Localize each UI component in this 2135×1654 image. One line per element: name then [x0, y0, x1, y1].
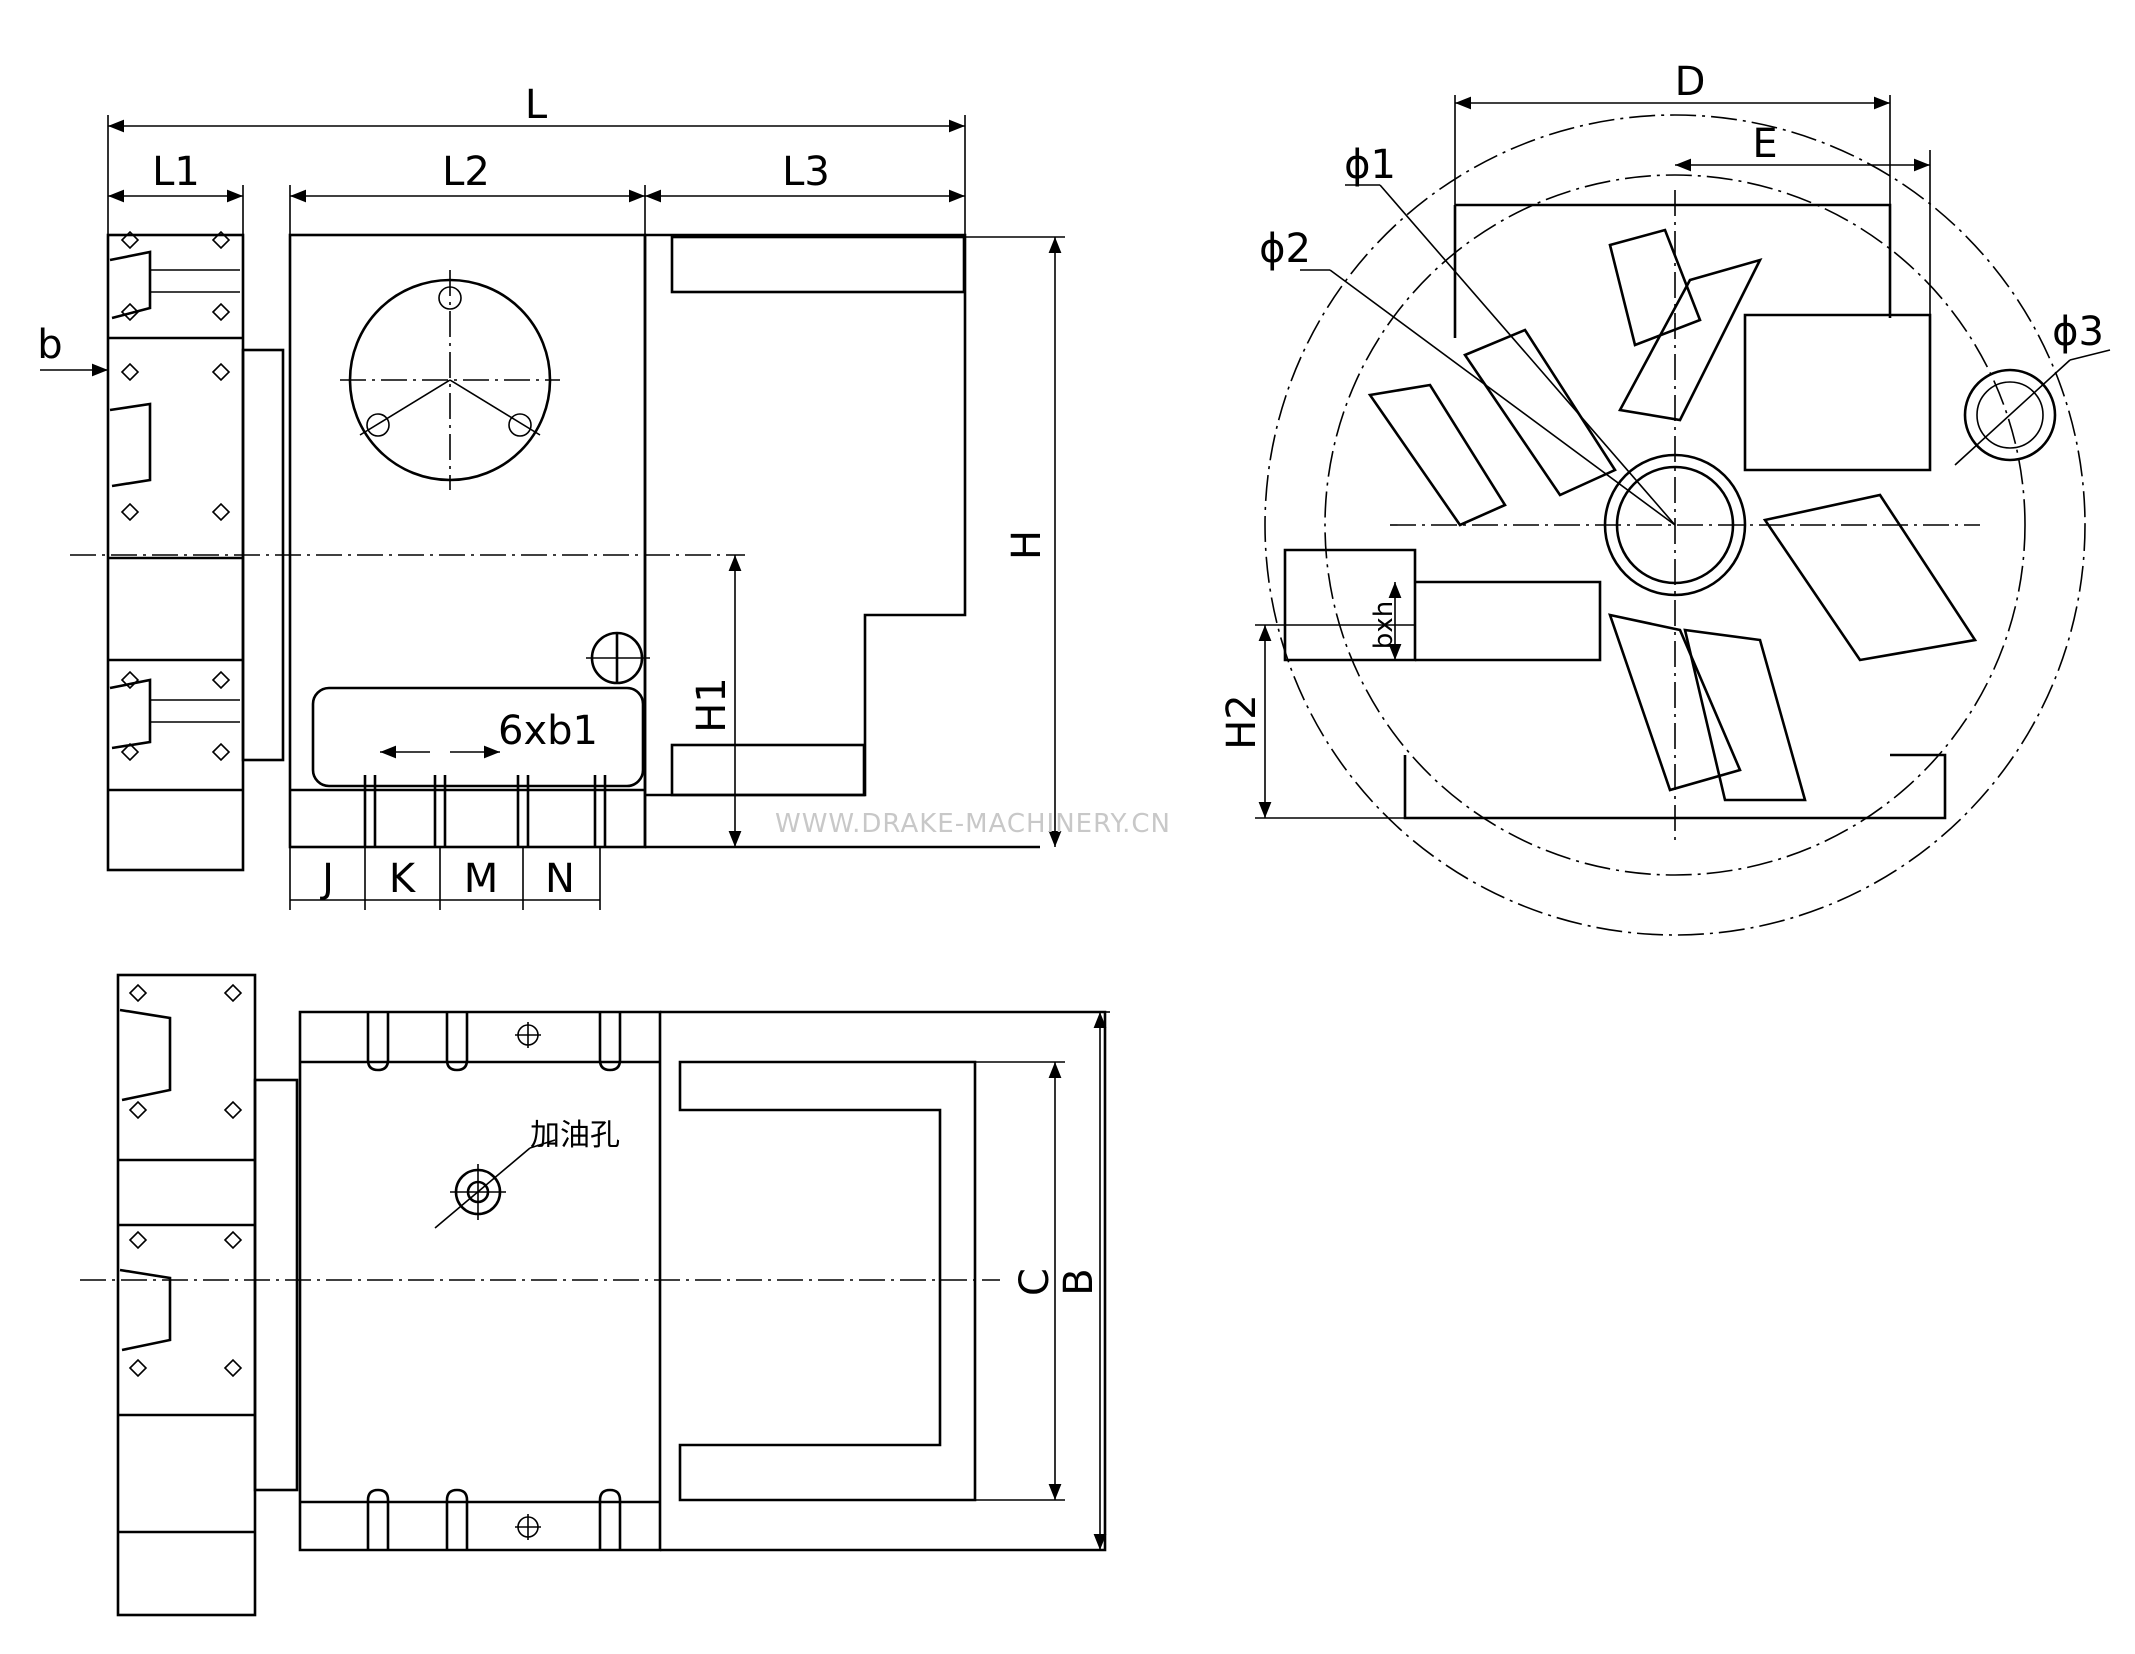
dim-K: K: [389, 856, 417, 902]
dim-H2: H2: [1219, 694, 1265, 750]
dim-b: b: [37, 322, 62, 368]
dim-L: L: [525, 82, 548, 128]
dim-J: J: [319, 856, 334, 902]
dim-bxh: bxh: [1369, 601, 1399, 649]
top-view: 加油孔 C B: [80, 973, 1110, 1617]
dim-B: B: [1056, 1268, 1102, 1295]
side-view: D E ϕ1 ϕ2 ϕ3 H2 bxh: [1219, 59, 2111, 936]
dim-E: E: [1752, 121, 1777, 167]
dim-L1: L1: [152, 149, 200, 195]
dim-6xb1: 6xb1: [498, 708, 598, 754]
dim-phi3: ϕ3: [2052, 309, 2104, 355]
dim-D: D: [1675, 59, 1706, 105]
dim-L3: L3: [782, 149, 830, 195]
dim-phi1: ϕ1: [1344, 142, 1396, 188]
dim-phi2: ϕ2: [1259, 226, 1311, 272]
dim-N: N: [545, 856, 575, 902]
dim-H1: H1: [689, 677, 735, 733]
watermark: WWW.DRAKE-MACHINERY.CN: [775, 809, 1171, 839]
front-view: L L1 L2 L3 b H H1 6xb1 J K M N: [37, 82, 1065, 910]
dim-H: H: [1004, 530, 1050, 560]
oil-hole-label: 加油孔: [530, 1118, 620, 1153]
dim-C: C: [1012, 1268, 1058, 1296]
dim-L2: L2: [442, 149, 490, 195]
dim-M: M: [464, 856, 499, 902]
